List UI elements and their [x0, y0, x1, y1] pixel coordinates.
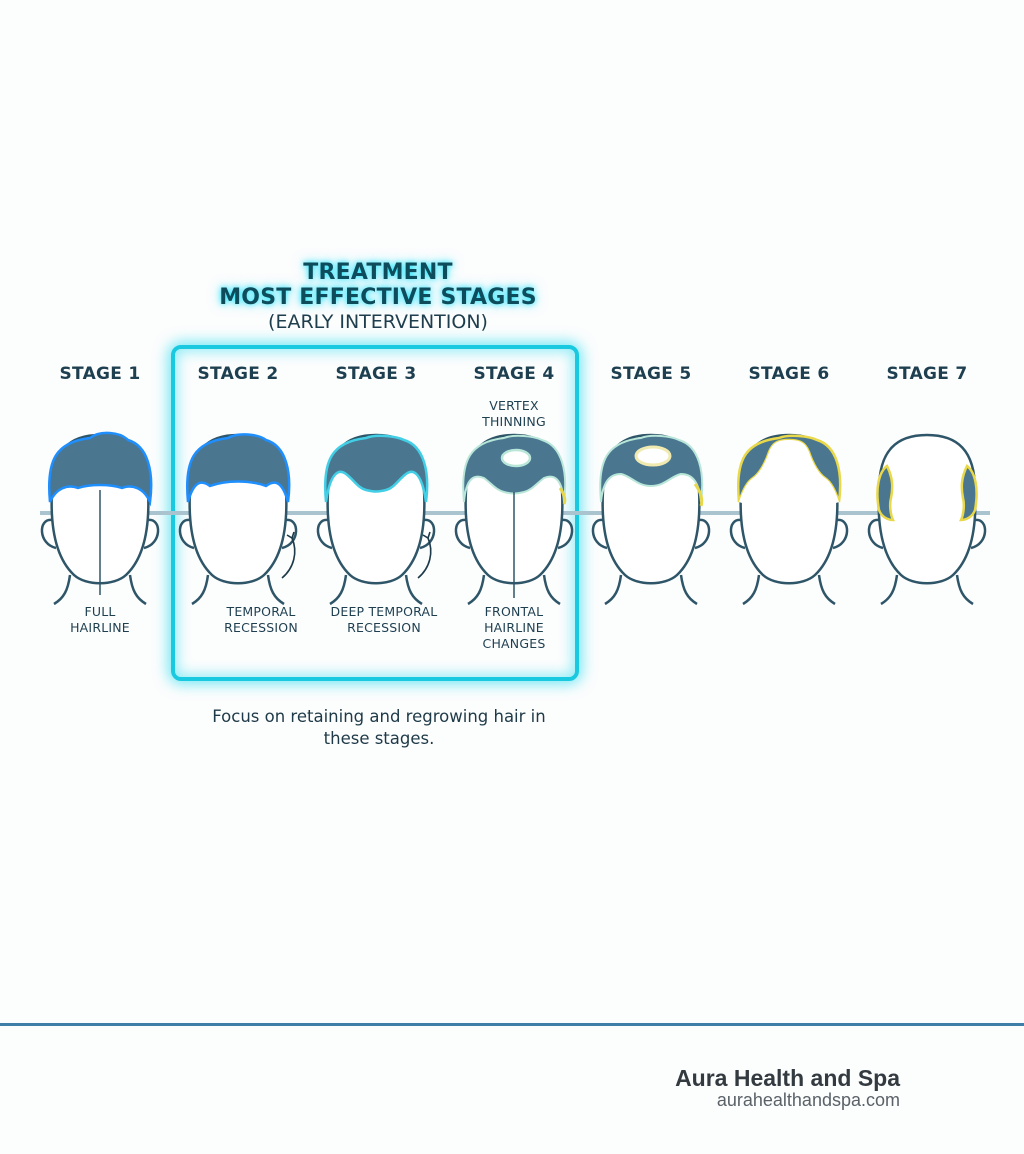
stage-2-label: STAGE 2: [197, 364, 279, 384]
stage-6-label: STAGE 6: [748, 364, 830, 384]
stage-3-label: STAGE 3: [335, 364, 417, 384]
stage-1-label: STAGE 1: [59, 364, 141, 384]
stage-3-note: DEEP TEMPORAL RECESSION: [330, 604, 438, 635]
title-treatment: TREATMENT: [303, 260, 453, 285]
stage-4-head: [454, 433, 574, 606]
stage-4-note: FRONTAL HAIRLINE CHANGES: [482, 604, 546, 651]
footer-divider: [0, 1023, 1024, 1026]
stage-2-note: TEMPORAL RECESSION: [224, 604, 298, 635]
brand-url[interactable]: aurahealthandspa.com: [716, 1090, 900, 1110]
stage-3-head: [316, 433, 436, 606]
stage-7-label: STAGE 7: [886, 364, 968, 384]
stage-1-note: FULL HAIRLINE: [70, 604, 130, 635]
focus-caption: Focus on retaining and regrowing hair in…: [212, 707, 546, 748]
stage-1-head: [40, 431, 160, 606]
stage-7-head: [867, 433, 987, 606]
stage-heads-diagram: [40, 431, 990, 606]
stage-6-head: [729, 433, 849, 606]
subtitle-early-intervention: (EARLY INTERVENTION): [268, 311, 488, 333]
stage-5-head: [591, 433, 711, 606]
title-most-effective: MOST EFFECTIVE STAGES: [219, 285, 537, 310]
brand-name: Aura Health and Spa: [675, 1065, 900, 1091]
stage-2-head: [178, 433, 298, 606]
stage-4-top-note: VERTEX THINNING: [482, 398, 546, 429]
stage-5-label: STAGE 5: [610, 364, 692, 384]
stage-4-label: STAGE 4: [473, 364, 555, 384]
